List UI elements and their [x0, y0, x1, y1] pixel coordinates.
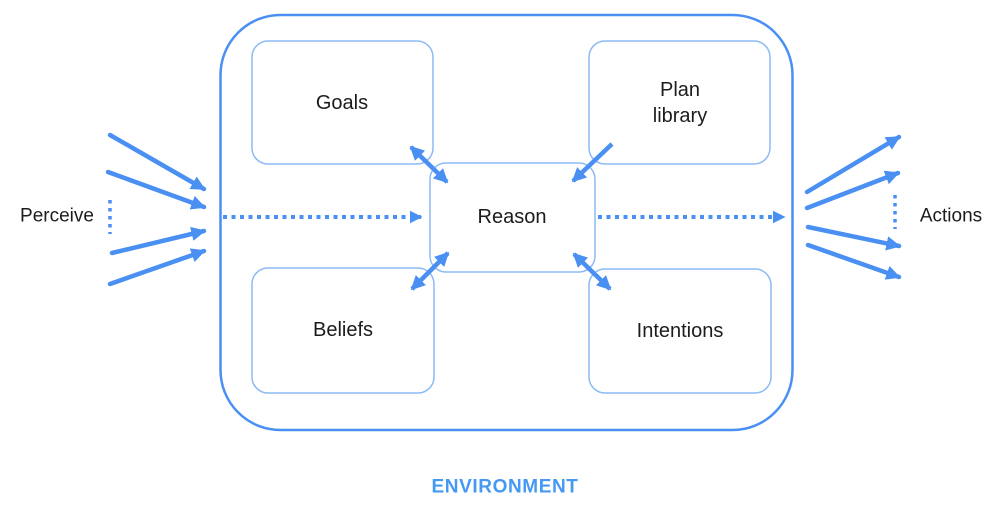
beliefs-label: Beliefs: [312, 319, 374, 341]
actions-label: Actions: [919, 205, 983, 227]
reason-label: Reason: [477, 206, 547, 228]
percept-arrow-4: [107, 248, 207, 287]
action-arrow-4: [805, 242, 902, 280]
plan-library-reason-arrow: [571, 142, 614, 183]
environment-label: ENVIRONMENT: [431, 476, 579, 498]
goals-label: Goals: [315, 92, 369, 114]
reason-box: [429, 162, 596, 273]
intentions-reason-double-arrow: [572, 252, 612, 291]
percept-arrow-3: [109, 226, 207, 256]
plan-library-label: Plan library: [652, 79, 708, 127]
intentions-label: Intentions: [636, 320, 724, 342]
action-arrow-3: [805, 224, 902, 251]
percept-arrow-1: [107, 132, 207, 192]
goals-reason-double-arrow: [409, 145, 449, 184]
action-arrow-1: [804, 134, 902, 195]
action-arrow-2: [804, 170, 901, 211]
beliefs-reason-double-arrow: [410, 251, 450, 291]
perceive-label: Perceive: [20, 205, 94, 227]
percept-arrow-2: [105, 169, 207, 210]
plan-library-box: [588, 40, 771, 165]
beliefs-box: [251, 267, 435, 394]
intentions-box: [588, 268, 772, 394]
goals-box: [251, 40, 434, 165]
agent-boundary-box: [219, 13, 794, 432]
